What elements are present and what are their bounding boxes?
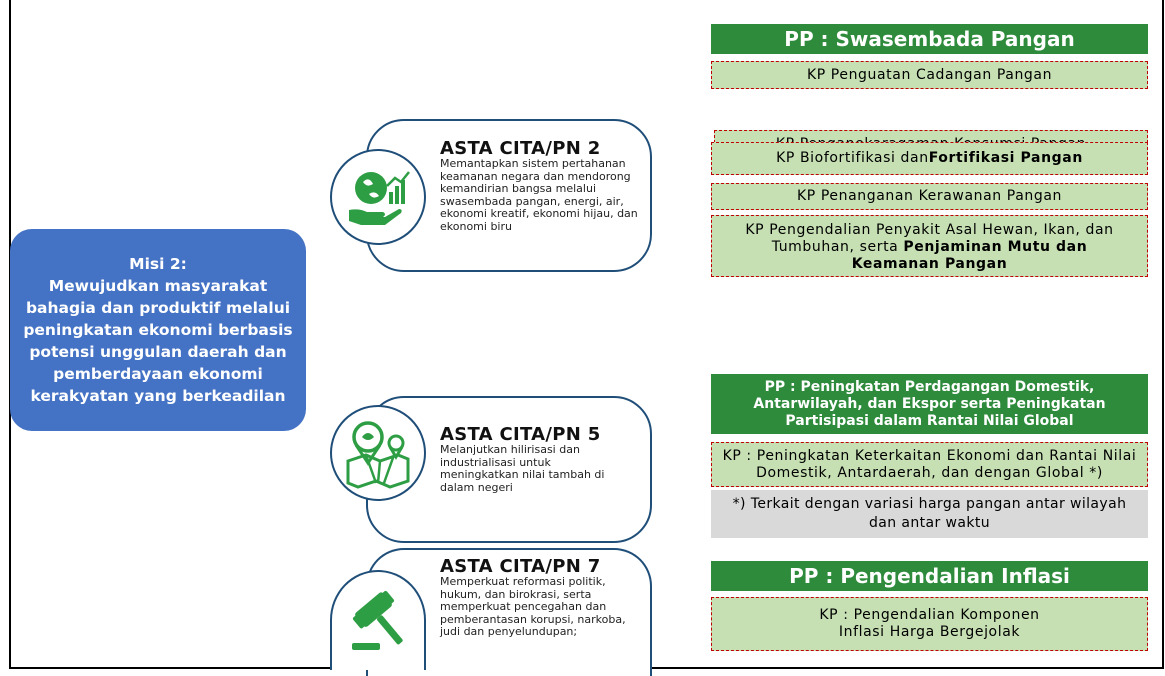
asta-cita-desc-2: Memantapkan sistem pertahanan keamanan n… xyxy=(440,157,638,233)
gavel-icon xyxy=(352,590,403,650)
asta-cita-icon-circle-5 xyxy=(330,405,426,501)
asta-cita-title-5: ASTA CITA/PN 5 xyxy=(440,424,601,445)
misi-body: Mewujudkan masyarakat bahagia dan produk… xyxy=(23,277,293,405)
kp-pengendalian-penyakit-bold: Penjaminan Mutu dan Keamanan Pangan xyxy=(851,239,1088,272)
note-variasi-harga: *) Terkait dengan variasi harga pangan a… xyxy=(711,490,1148,538)
misi-title: Misi 2: xyxy=(129,255,187,273)
pp-swasembada-pangan: PP : Swasembada Pangan xyxy=(711,24,1148,54)
asta-cita-title-2: ASTA CITA/PN 2 xyxy=(440,138,601,159)
asta-cita-icon-circle-7 xyxy=(330,570,426,670)
kp-biofortifikasi-text: KP Biofortifikasi dan xyxy=(776,150,929,166)
kp-biofortifikasi-bold: Fortifikasi Pangan xyxy=(928,150,1083,166)
asta-cita-title-7: ASTA CITA/PN 7 xyxy=(440,556,601,577)
asta-cita-desc-7: Memperkuat reformasi politik, hukum, dan… xyxy=(440,575,626,638)
map-pin-icon xyxy=(346,421,410,489)
kp-penanganan-kerawanan: KP Penanganan Kerawanan Pangan xyxy=(711,183,1148,210)
kp-peningkatan-keterkaitan: KP : Peningkatan Keterkaitan Ekonomi dan… xyxy=(711,442,1148,487)
plant-hand-icon xyxy=(349,171,410,225)
pp-pengendalian-inflasi: PP : Pengendalian Inflasi xyxy=(711,561,1148,591)
kp-pengendalian-komponen: KP : Pengendalian Komponen Inflasi Harga… xyxy=(711,597,1148,651)
kp-pengendalian-penyakit-text: KP Pengendalian Penyakit Asal Hewan, Ika… xyxy=(745,222,1114,255)
asta-cita-desc-5: Melanjutkan hilirisasi dan industrialisa… xyxy=(440,443,605,494)
misi-box: Misi 2: Mewujudkan masyarakat bahagia da… xyxy=(10,229,306,431)
pp-peningkatan-perdagangan: PP : Peningkatan Perdagangan Domestik, A… xyxy=(711,374,1148,434)
kp-pengendalian-penyakit: KP Pengendalian Penyakit Asal Hewan, Ika… xyxy=(711,215,1148,277)
kp-penguatan-cadangan: KP Penguatan Cadangan Pangan xyxy=(711,61,1148,89)
asta-cita-icon-circle-2 xyxy=(330,149,426,245)
